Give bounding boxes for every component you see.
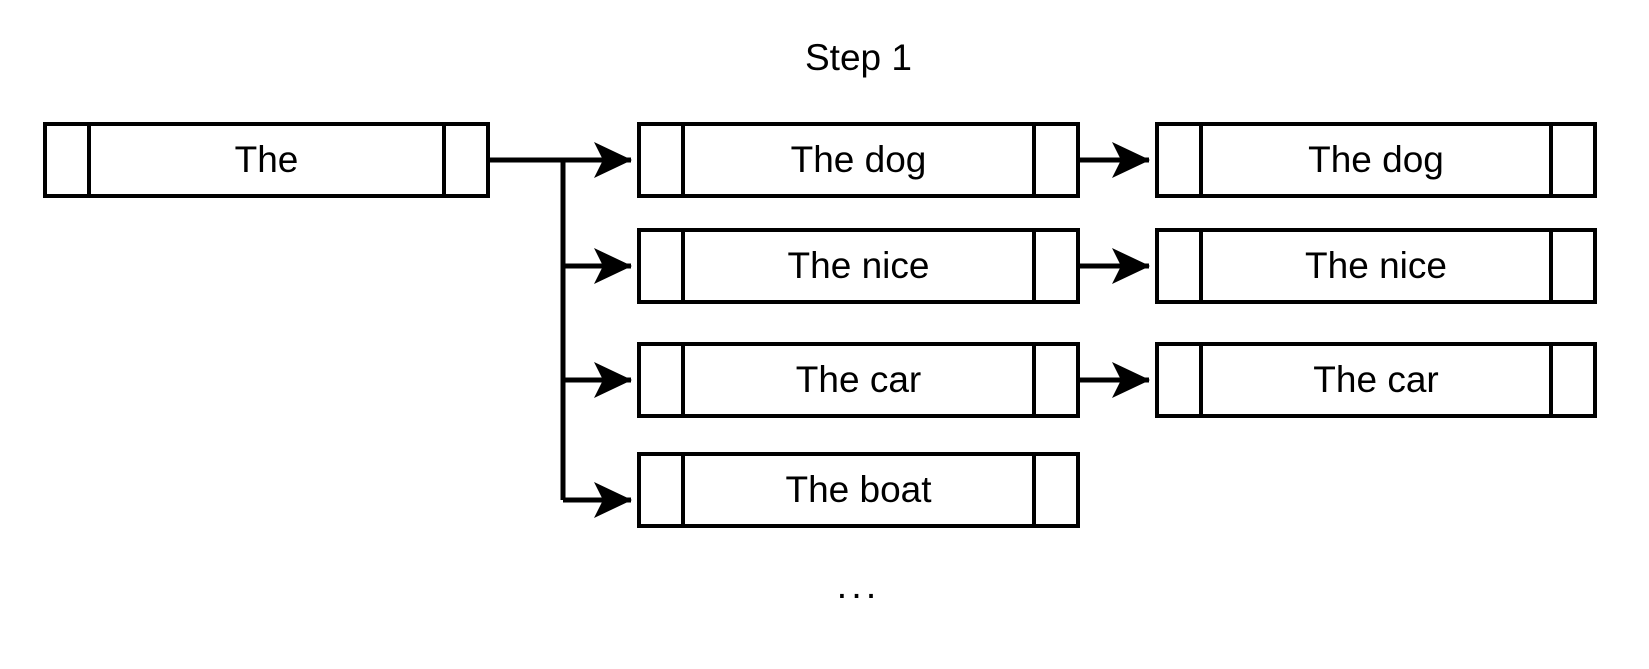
cell-divider-right bbox=[1032, 346, 1036, 414]
cell-divider-right bbox=[1549, 346, 1553, 414]
token-label-root: The bbox=[234, 139, 299, 180]
token-box-root: The bbox=[43, 122, 490, 198]
cell-divider-right bbox=[442, 126, 446, 194]
cell-divider-left bbox=[681, 126, 685, 194]
ellipsis-more-steps: ... bbox=[836, 565, 881, 607]
cell-divider-right bbox=[1549, 126, 1553, 194]
cell-divider-left bbox=[681, 232, 685, 300]
token-label-candidate-4: The boat bbox=[785, 469, 932, 510]
token-label-continuation-3: The car bbox=[1313, 359, 1439, 400]
cell-divider-left bbox=[87, 126, 91, 194]
token-box-continuation-2: The nice bbox=[1155, 228, 1597, 304]
token-label-continuation-2: The nice bbox=[1305, 245, 1447, 286]
cell-divider-left bbox=[1199, 346, 1203, 414]
cell-divider-right bbox=[1032, 456, 1036, 524]
token-box-candidate-1: The dog bbox=[637, 122, 1080, 198]
token-box-candidate-3: The car bbox=[637, 342, 1080, 418]
cell-divider-right bbox=[1549, 232, 1553, 300]
token-box-continuation-1: The dog bbox=[1155, 122, 1597, 198]
token-label-candidate-1: The dog bbox=[790, 139, 927, 180]
token-box-candidate-4: The boat bbox=[637, 452, 1080, 528]
cell-divider-left bbox=[681, 346, 685, 414]
cell-divider-right bbox=[1032, 232, 1036, 300]
token-label-candidate-3: The car bbox=[795, 359, 922, 400]
token-label-candidate-2: The nice bbox=[787, 245, 930, 286]
cell-divider-right bbox=[1032, 126, 1036, 194]
cell-divider-left bbox=[1199, 126, 1203, 194]
cell-divider-left bbox=[1199, 232, 1203, 300]
step-title: Step 1 bbox=[805, 37, 912, 78]
token-box-continuation-3: The car bbox=[1155, 342, 1597, 418]
token-box-candidate-2: The nice bbox=[637, 228, 1080, 304]
connector-root-trunk bbox=[490, 157, 566, 500]
token-label-continuation-1: The dog bbox=[1308, 139, 1444, 180]
cell-divider-left bbox=[681, 456, 685, 524]
